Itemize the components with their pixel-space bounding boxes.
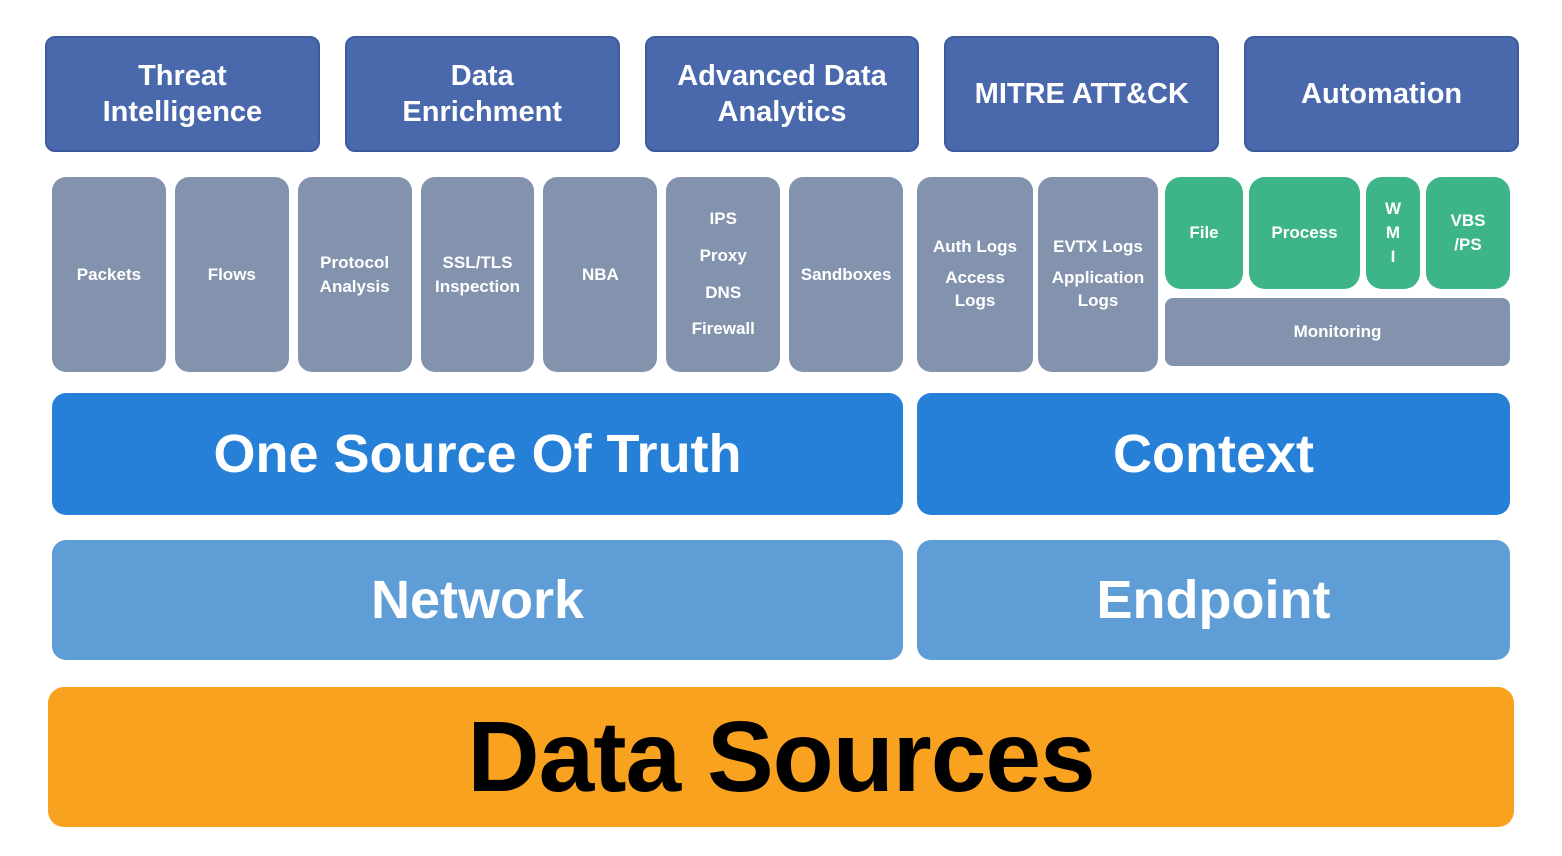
endpoint-telemetry-row: File Process W M I VBS /PS	[1165, 177, 1510, 289]
application-logs-label: Application Logs	[1051, 268, 1145, 310]
telemetry-process: Process	[1249, 177, 1360, 289]
evtx-application-logs-box: EVTX Logs Application Logs	[1038, 177, 1158, 372]
network-sources-group: Packets Flows Protocol Analysis SSL/TLS …	[52, 177, 904, 372]
auth-access-logs-box: Auth Logs Access Logs	[917, 177, 1033, 372]
network-source-nba: NBA	[543, 177, 658, 372]
network-source-sandboxes: Sandboxes	[789, 177, 904, 372]
evtx-logs-label: EVTX Logs	[1053, 237, 1143, 257]
telemetry-wmi: W M I	[1366, 177, 1420, 289]
telemetry-vbs-ps: VBS /PS	[1426, 177, 1510, 289]
monitoring-bar: Monitoring	[1165, 298, 1510, 366]
data-sources-bar: Data Sources	[48, 687, 1514, 827]
access-logs-label: Access Logs	[945, 268, 1005, 310]
network-source-packets: Packets	[52, 177, 166, 372]
auth-logs-label: Auth Logs	[932, 237, 1018, 257]
network-source-flows: Flows	[174, 177, 289, 372]
network-layer-bar: Network	[52, 540, 903, 660]
capabilities-row: Threat Intelligence Data Enrichment Adva…	[45, 36, 1519, 152]
capability-data-enrichment: Data Enrichment	[344, 36, 620, 152]
sources-row: Packets Flows Protocol Analysis SSL/TLS …	[0, 177, 1562, 372]
capability-threat-intelligence: Threat Intelligence	[45, 36, 320, 152]
one-source-of-truth-bar: One Source Of Truth	[52, 393, 903, 515]
network-source-ssl-tls-inspection: SSL/TLS Inspection	[420, 177, 535, 372]
context-bar: Context	[917, 393, 1510, 515]
telemetry-file: File	[1165, 177, 1243, 289]
capability-automation: Automation	[1244, 36, 1519, 152]
endpoint-telemetry-group: File Process W M I VBS /PS Monitoring	[1165, 177, 1510, 366]
network-source-ips-proxy-dns-firewall: IPS Proxy DNS Firewall	[666, 177, 781, 372]
capability-mitre-attack: MITRE ATT&CK	[944, 36, 1220, 152]
capability-advanced-data-analytics: Advanced Data Analytics	[644, 36, 920, 152]
endpoint-layer-bar: Endpoint	[917, 540, 1510, 660]
network-source-protocol-analysis: Protocol Analysis	[297, 177, 412, 372]
